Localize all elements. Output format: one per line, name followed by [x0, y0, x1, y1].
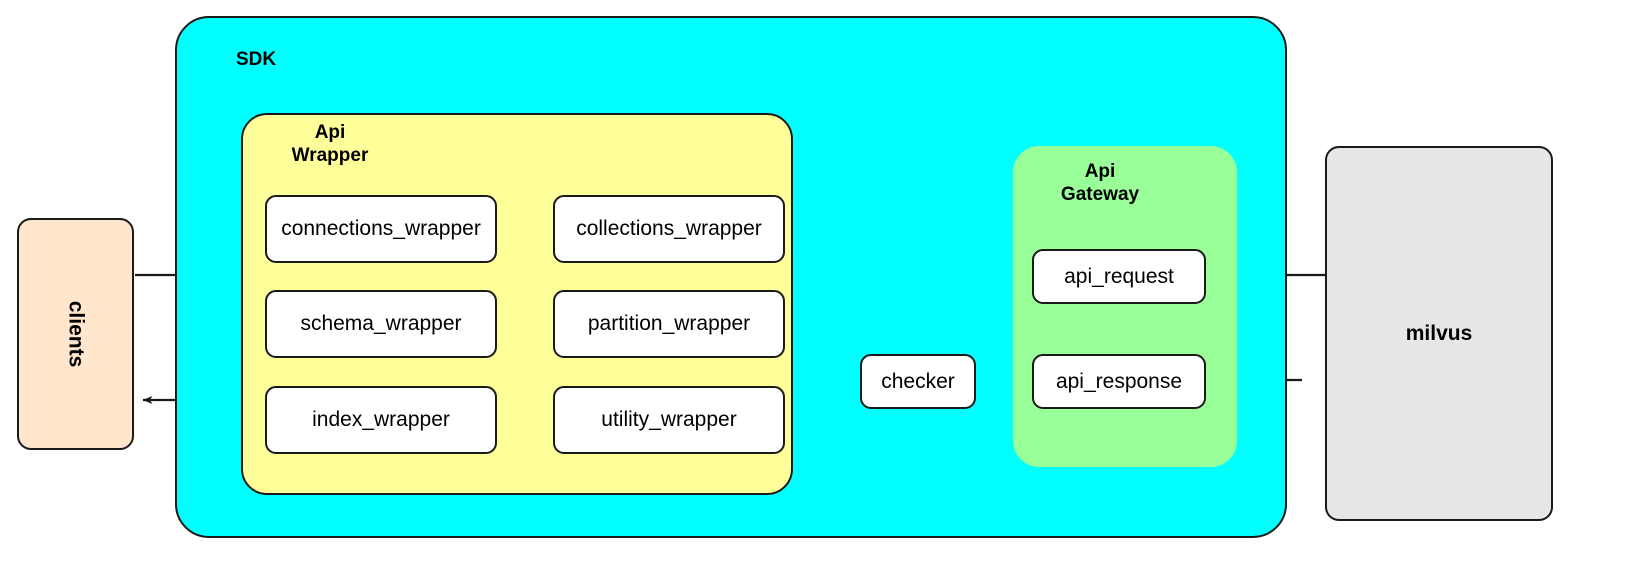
clients-label: clients — [64, 300, 88, 368]
node-milvus[interactable]: milvus — [1325, 146, 1553, 521]
api-wrapper-title: Api Wrapper — [291, 122, 369, 166]
node-utility-wrapper[interactable]: utility_wrapper — [553, 386, 785, 454]
node-checker[interactable]: checker — [860, 354, 976, 409]
node-api-request[interactable]: api_request — [1032, 249, 1206, 304]
api-gateway-title: Api Gateway — [1060, 161, 1140, 205]
sdk-title: SDK — [235, 49, 277, 70]
node-api-response[interactable]: api_response — [1032, 354, 1206, 409]
node-connections-wrapper[interactable]: connections_wrapper — [265, 195, 497, 263]
node-collections-wrapper[interactable]: collections_wrapper — [553, 195, 785, 263]
node-clients[interactable]: clients — [17, 218, 134, 450]
api-gateway-container: Api Gateway — [1013, 146, 1237, 467]
node-partition-wrapper[interactable]: partition_wrapper — [553, 290, 785, 358]
node-schema-wrapper[interactable]: schema_wrapper — [265, 290, 497, 358]
node-index-wrapper[interactable]: index_wrapper — [265, 386, 497, 454]
